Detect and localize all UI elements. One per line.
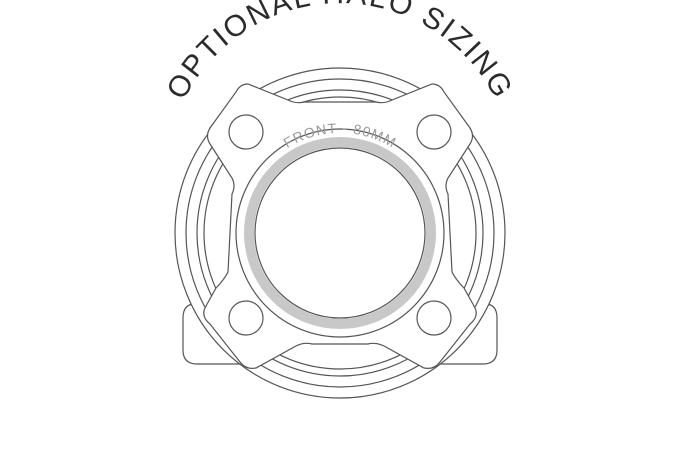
halo-ring — [244, 137, 436, 329]
mounting-base-right — [434, 303, 498, 365]
mount-hole-top-left — [228, 114, 264, 150]
housing-ring-2 — [185, 78, 495, 388]
housing-ring-3 — [196, 89, 484, 377]
mounting-base — [182, 303, 246, 365]
mount-hole-bottom-left — [228, 300, 264, 336]
mount-hole-bottom-right — [416, 300, 452, 336]
mount-hole-top-right — [416, 114, 452, 150]
lens-inner — [254, 147, 426, 319]
front-bezel — [203, 83, 477, 369]
housing-ring-4 — [203, 96, 477, 370]
